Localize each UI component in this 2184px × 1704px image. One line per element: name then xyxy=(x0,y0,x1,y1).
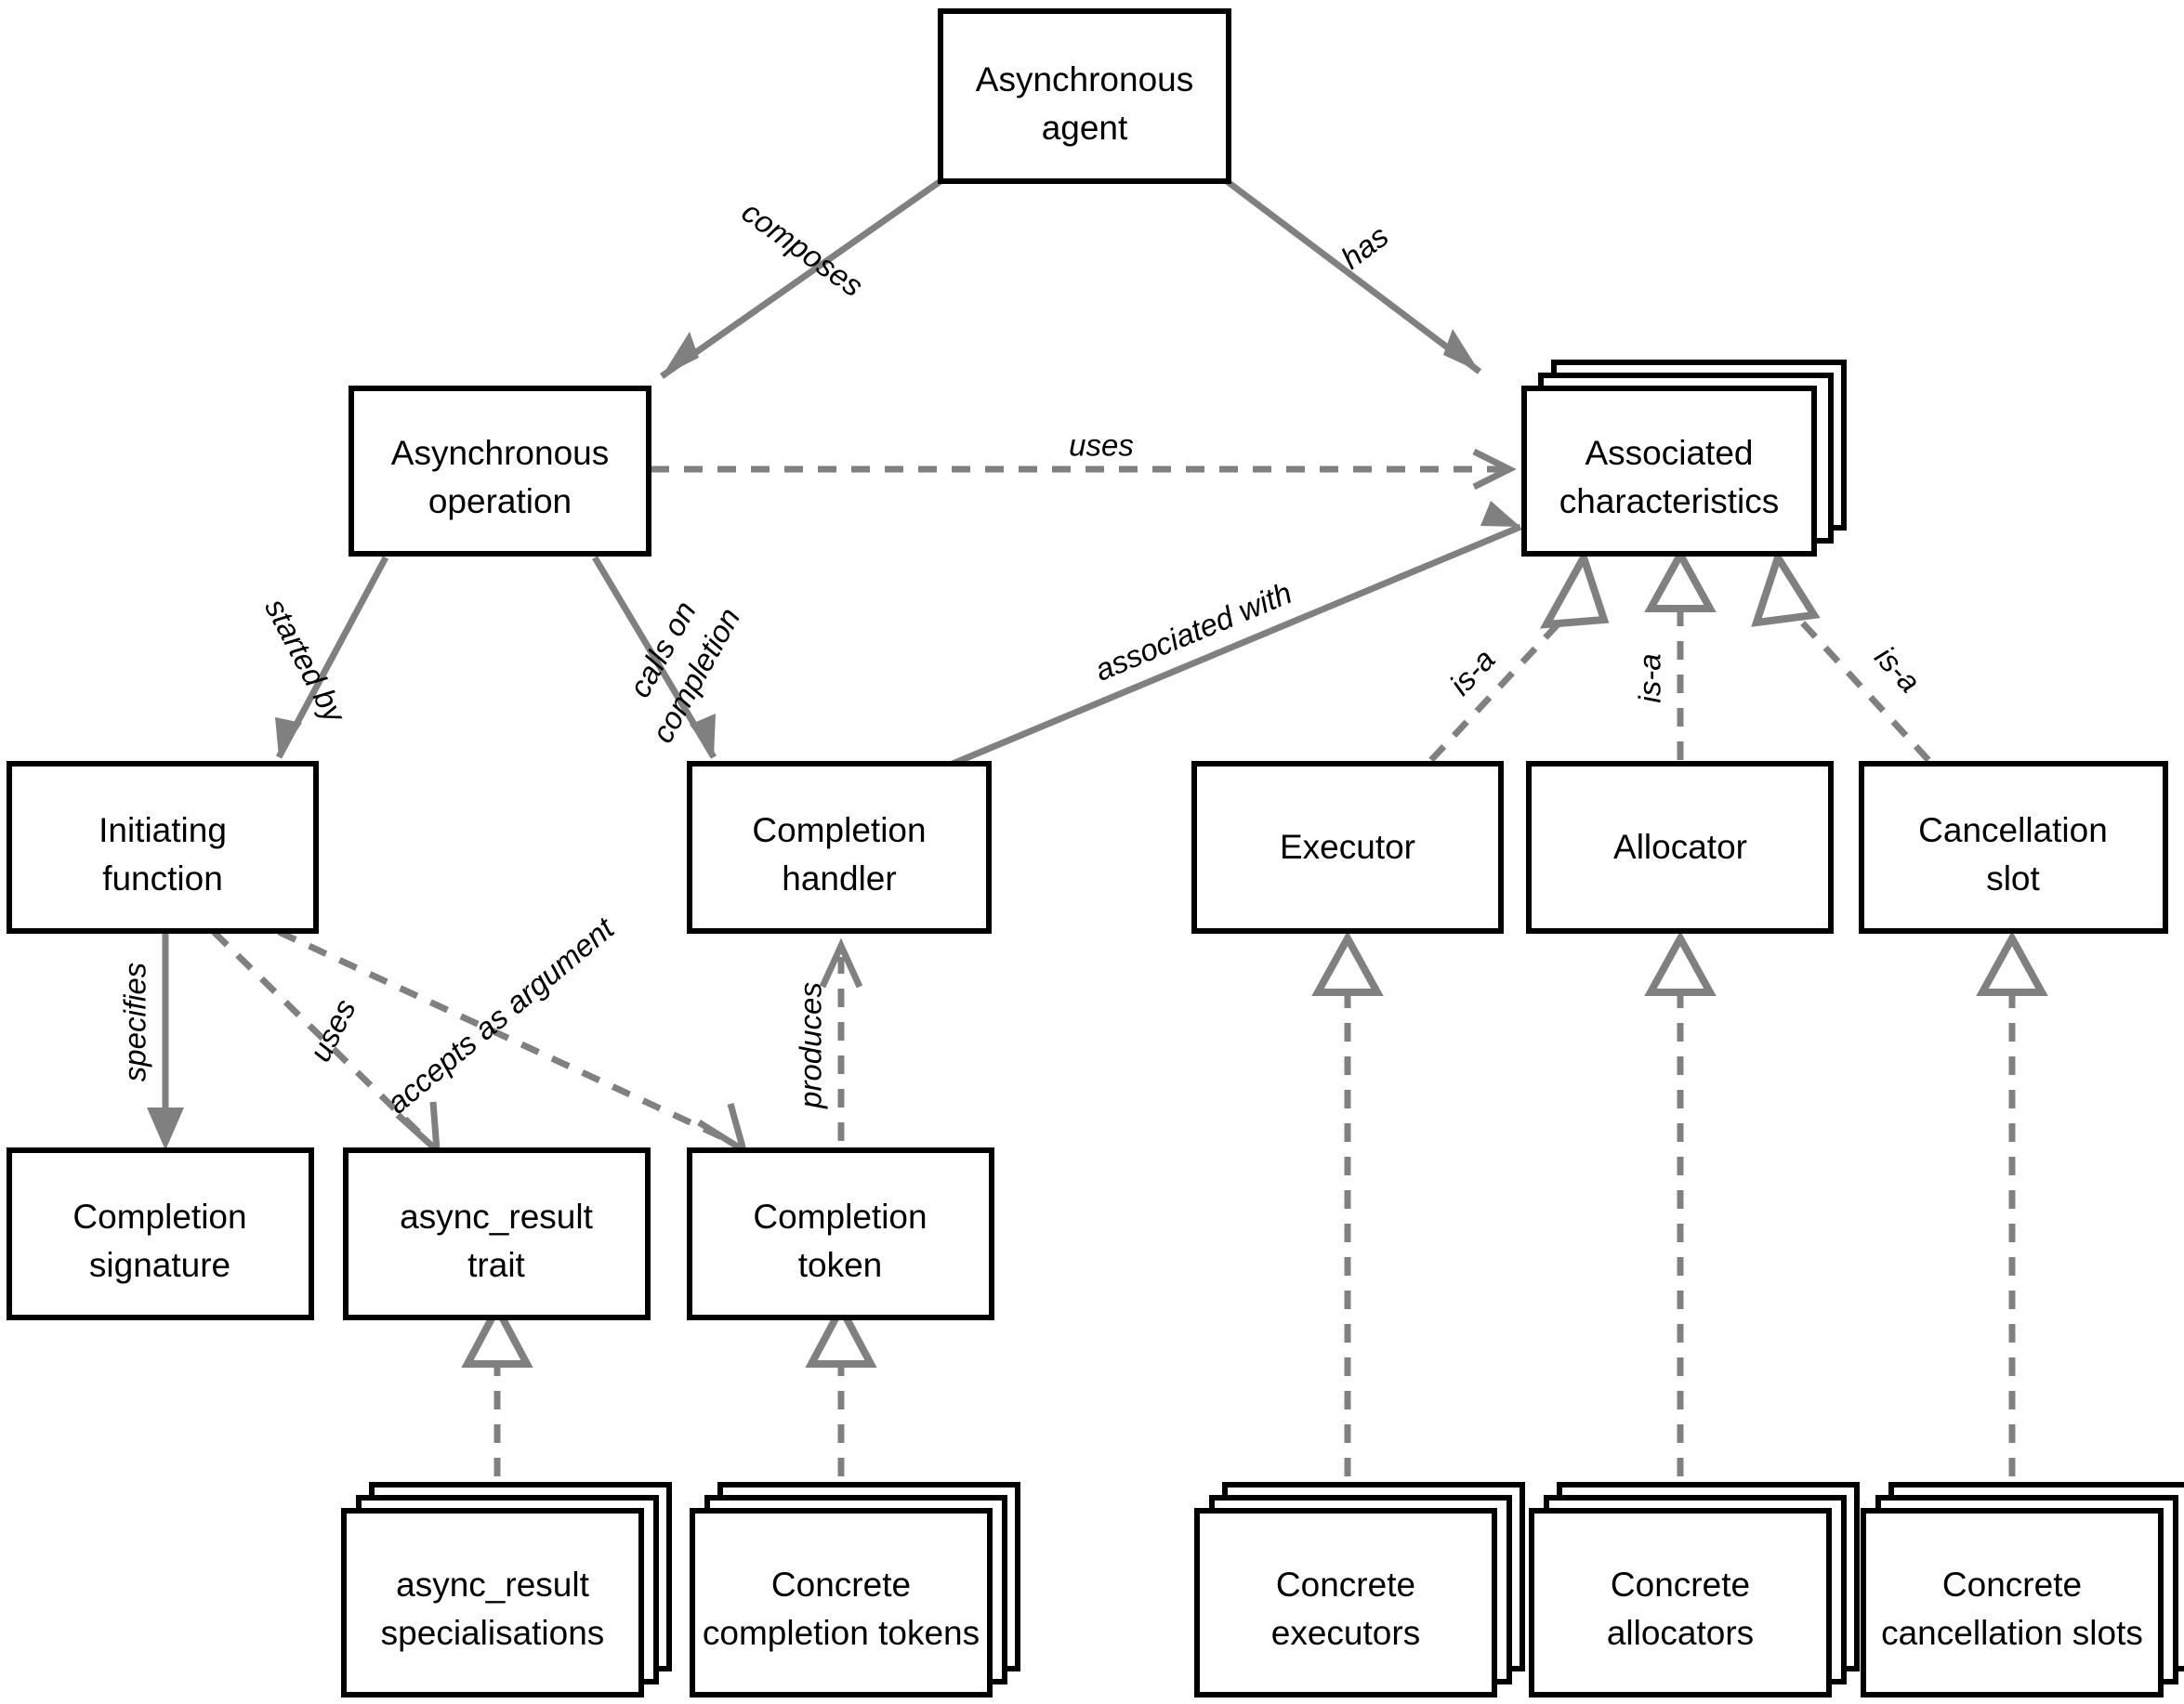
edge-label-produces: produces xyxy=(794,982,828,1109)
node-label-line2: function xyxy=(102,859,223,898)
node-label-line2: token xyxy=(798,1246,883,1284)
edge-label-is-a-allocator: is-a xyxy=(1633,653,1667,702)
node-completion-signature[interactable]: Completion signature xyxy=(7,1147,314,1320)
edge-associated-with: associated with xyxy=(951,501,1522,767)
edge-is-a-concrete-allocators xyxy=(1644,930,1717,1510)
edge-is-a-executor: is-a xyxy=(1428,548,1610,763)
node-asynchronous-operation[interactable]: Asynchronous operation xyxy=(349,386,651,557)
node-label-line2: signature xyxy=(89,1246,230,1284)
edge-label-specifies: specifies xyxy=(118,963,152,1081)
node-label-line2: completion tokens xyxy=(703,1614,980,1652)
node-label-line2: slot xyxy=(1986,859,2040,898)
node-label-line2: operation xyxy=(428,482,572,520)
node-label-line1: Associated xyxy=(1585,434,1754,472)
edge-is-a-concrete-tokens xyxy=(805,1300,877,1510)
edge-label-accepts-as-argument: accepts as argument xyxy=(380,910,622,1120)
node-label-line1: Asynchronous xyxy=(391,434,609,472)
node-label-line1: Completion xyxy=(752,811,926,849)
edge-is-a-allocator: is-a xyxy=(1633,546,1717,760)
node-label-line2: allocators xyxy=(1607,1614,1754,1652)
node-concrete-completion-tokens[interactable]: Concrete completion tokens xyxy=(690,1482,1020,1697)
edge-produces: produces xyxy=(794,937,863,1141)
node-concrete-executors[interactable]: Concrete executors xyxy=(1194,1482,1525,1697)
node-label-line2: characteristics xyxy=(1559,482,1779,520)
node-concrete-cancellation-slots[interactable]: Concrete cancellation slots xyxy=(1861,1482,2184,1697)
edge-calls-on-completion: calls on completion xyxy=(591,556,746,759)
edge-label-uses-operation: uses xyxy=(1069,428,1134,463)
node-associated-characteristics[interactable]: Associated characteristics xyxy=(1521,360,1847,557)
node-label-line1: Asynchronous xyxy=(976,60,1193,98)
edge-specifies: specifies xyxy=(118,932,184,1150)
edge-has: has xyxy=(1224,178,1482,374)
node-completion-token[interactable]: Completion token xyxy=(687,1147,994,1320)
edge-is-a-concrete-executors xyxy=(1311,930,1384,1510)
node-label-line2: agent xyxy=(1042,109,1128,147)
node-completion-handler[interactable]: Completion handler xyxy=(687,761,992,934)
node-label-line1: Completion xyxy=(72,1198,246,1236)
node-label-line1: Concrete xyxy=(1942,1566,2082,1604)
edge-label-is-a-executor: is-a xyxy=(1442,642,1501,701)
edge-is-a-async-result-spec xyxy=(461,1300,533,1510)
node-label-line2: trait xyxy=(467,1246,525,1284)
node-label-line1: Concrete xyxy=(771,1566,911,1604)
node-allocator[interactable]: Allocator xyxy=(1526,761,1834,934)
node-label-line1: Allocator xyxy=(1613,828,1747,866)
node-label-line2: specialisations xyxy=(381,1614,605,1652)
edge-started-by: started by xyxy=(258,556,389,759)
node-async-result-trait[interactable]: async_result trait xyxy=(343,1147,651,1320)
node-label-line1: Concrete xyxy=(1276,1566,1415,1604)
node-asynchronous-agent[interactable]: Asynchronous agent xyxy=(938,8,1231,184)
node-label-line1: async_result xyxy=(400,1198,593,1236)
edge-uses-operation: uses xyxy=(651,428,1517,491)
node-label-line1: Initiating xyxy=(99,811,227,849)
node-async-result-specialisations[interactable]: async_result specialisations xyxy=(341,1482,672,1697)
edge-is-a-concrete-slots xyxy=(1976,930,2048,1510)
node-executor[interactable]: Executor xyxy=(1191,761,1504,934)
node-cancellation-slot[interactable]: Cancellation slot xyxy=(1859,761,2168,934)
node-label-line1: Completion xyxy=(753,1198,927,1236)
node-concrete-allocators[interactable]: Concrete allocators xyxy=(1529,1482,1860,1697)
node-initiating-function[interactable]: Initiating function xyxy=(7,761,319,934)
node-label-line1: Cancellation xyxy=(1918,811,2108,849)
edge-is-a-cancellation-slot: is-a xyxy=(1751,548,1931,763)
node-label-line1: Concrete xyxy=(1611,1566,1750,1604)
edge-composes: composes xyxy=(659,178,943,379)
node-label-line2: handler xyxy=(782,859,896,898)
node-label-line1: Executor xyxy=(1280,828,1415,866)
edge-label-is-a-cancellation-slot: is-a xyxy=(1868,639,1927,699)
node-label-line2: cancellation slots xyxy=(1881,1614,2143,1652)
node-label-line2: executors xyxy=(1271,1614,1420,1652)
node-label-line1: async_result xyxy=(396,1566,589,1604)
